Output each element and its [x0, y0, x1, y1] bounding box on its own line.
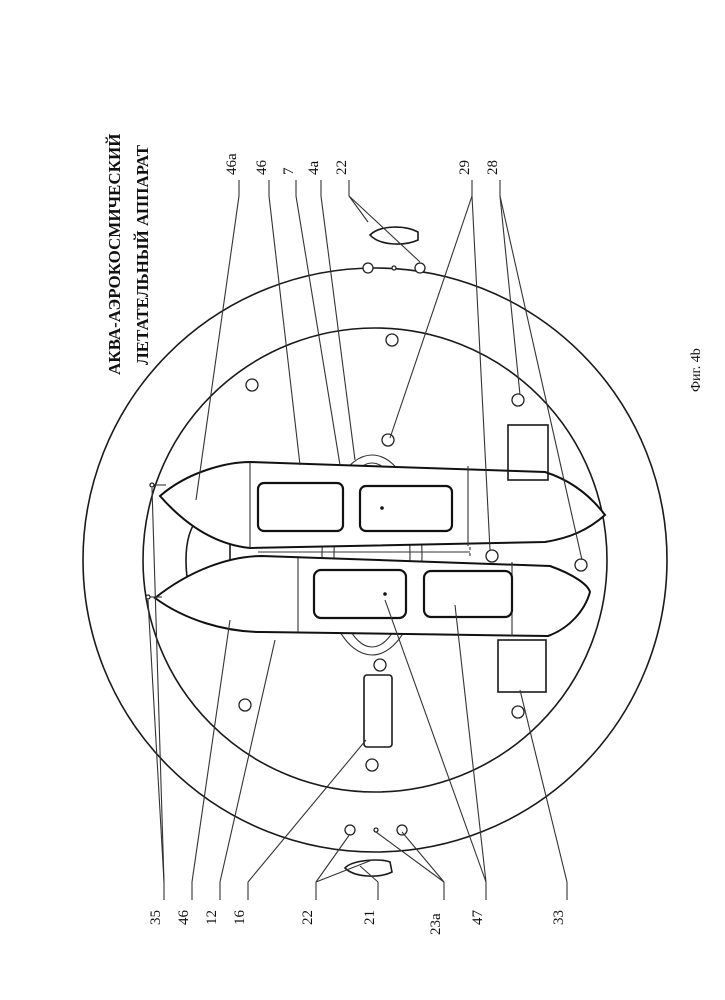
upper-hull — [150, 462, 605, 548]
label-23a: 23a — [428, 913, 444, 935]
label-35: 35 — [148, 910, 164, 925]
lower-hull — [146, 556, 590, 636]
hatch-rect-16 — [364, 675, 392, 747]
label-22-bottom: 22 — [300, 910, 316, 925]
label-28: 28 — [485, 160, 501, 175]
label-46-bottom: 46 — [176, 910, 192, 926]
title-line-1: АКВА-АЭРОКОСМИЧЕСКИЙ — [105, 134, 124, 375]
upper-hull-window-1 — [258, 483, 343, 531]
side-pod-top — [370, 227, 418, 244]
label-7: 7 — [281, 167, 297, 175]
lower-hull-window-1 — [314, 570, 406, 618]
label-22-top: 22 — [334, 160, 350, 175]
title-line-2: ЛЕТАТЕЛЬНЫЙ АППАРАТ — [133, 144, 152, 365]
lower-hull-window-2 — [424, 571, 512, 617]
upper-hull-window-2 — [360, 486, 452, 531]
label-46-top: 46 — [254, 160, 270, 176]
label-47: 47 — [470, 910, 486, 926]
figure-caption: Фиг. 4b — [689, 348, 704, 392]
label-21: 21 — [362, 910, 378, 925]
drawing-title: АКВА-АЭРОКОСМИЧЕСКИЙ ЛЕТАТЕЛЬНЫЙ АППАРАТ — [105, 134, 152, 375]
label-33: 33 — [551, 910, 567, 925]
label-12: 12 — [204, 910, 220, 925]
label-16: 16 — [232, 910, 248, 926]
label-4a: 4a — [306, 161, 322, 176]
hatch-rect-33 — [498, 640, 546, 692]
label-46a: 46a — [224, 153, 240, 175]
label-29: 29 — [457, 160, 473, 175]
